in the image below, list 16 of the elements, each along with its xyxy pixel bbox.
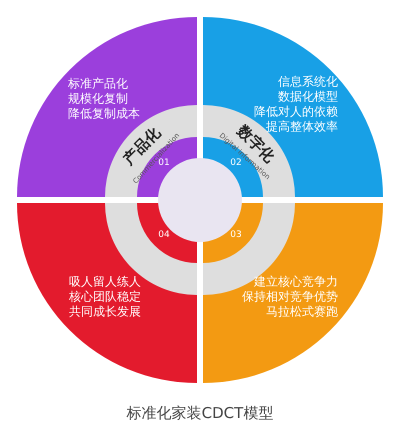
quadrant-text: 降低复制成本	[68, 107, 140, 121]
quadrant-text: 信息系统化	[278, 75, 338, 89]
quadrant-text: 吸人留人练人	[69, 275, 141, 289]
quadrant-text: 规模化复制	[68, 92, 128, 106]
quadrant-text: 核心团队稳定	[69, 290, 141, 304]
caption: 标准化家装CDCT模型	[126, 404, 274, 423]
quadrant-text: 标准产品化	[68, 77, 128, 91]
ring-label: 03	[230, 231, 242, 241]
quadrant-text: 降低对人的依赖	[254, 105, 338, 119]
quadrant-text: 建立核心竞争力	[254, 275, 338, 289]
ring-label: 04	[158, 231, 170, 241]
quadrant-text: 数据化模型	[278, 90, 338, 104]
quadrant-text: 保持相对竞争优势	[242, 290, 338, 304]
quadrant-text: 共同成长发展	[69, 305, 141, 319]
quadrant-text: 提高整体效率	[266, 120, 338, 134]
quadrant-text: 马拉松式赛跑	[266, 305, 338, 319]
